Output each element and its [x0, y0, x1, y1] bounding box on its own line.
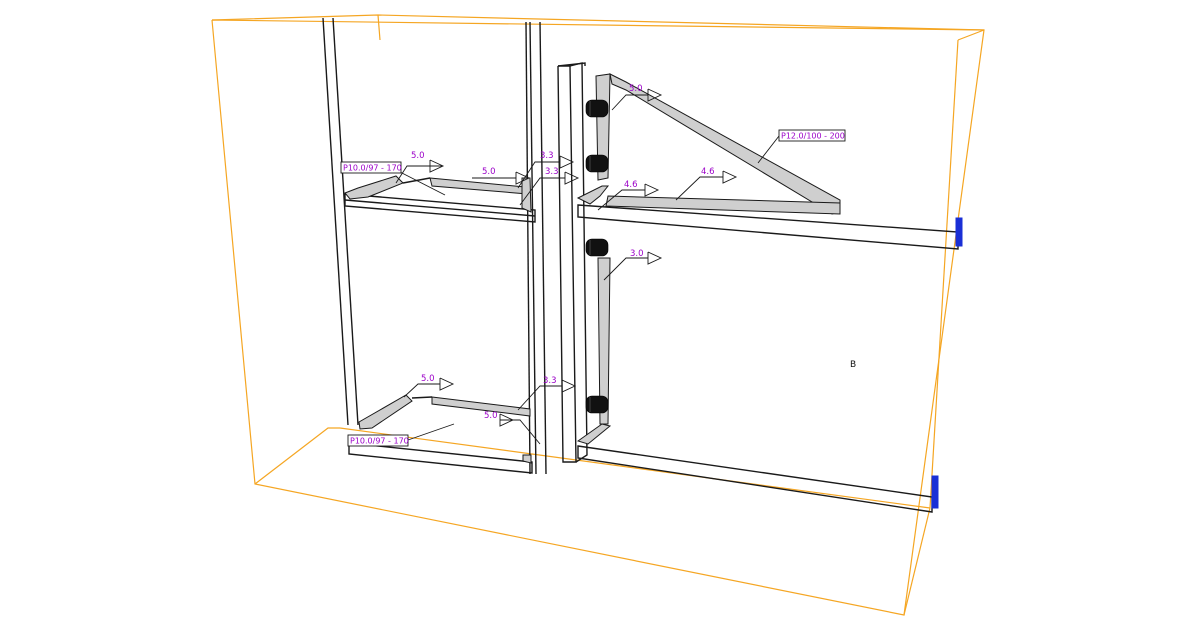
weld-label: 3.3: [545, 167, 559, 177]
weld-annotation-ul-col-bot[interactable]: 3.3: [519, 167, 580, 206]
weld-label: 3.3: [543, 376, 557, 386]
weld-annotation-r-mid-left[interactable]: 4.6: [597, 180, 660, 211]
lower-left-gusset-plate[interactable]: [358, 394, 532, 464]
weld-symbol-icon: [644, 183, 660, 197]
plate-tag-upper-left[interactable]: P10.0/97 - 170: [340, 161, 446, 196]
weld-annotation-ll-col[interactable]: 3.3: [517, 376, 577, 411]
upper-right-beam[interactable]: [577, 204, 959, 250]
weld-label: 5.0: [629, 84, 643, 94]
axis-marker-icon: [931, 217, 963, 509]
plate-tag-label: P10.0/97 - 170: [350, 437, 409, 446]
weld-annotation-ul-col-top[interactable]: 3.3: [517, 151, 575, 189]
weld-annotation-ll-top[interactable]: 5.0: [403, 374, 455, 398]
bounding-box: [211, 14, 985, 616]
weld-annotation-r-top[interactable]: 5.0: [611, 84, 663, 111]
weld-label: 5.0: [482, 167, 496, 177]
upper-left-beam[interactable]: [344, 193, 536, 223]
weld-annotation-ll-mid[interactable]: 5.0: [484, 411, 541, 445]
weld-label: 5.0: [411, 151, 425, 161]
weld-label: 4.6: [624, 180, 638, 190]
left-column[interactable]: [322, 17, 359, 426]
weld-symbol-icon: [564, 171, 580, 185]
bolt-icon: [585, 99, 609, 118]
plate-tag-lower-left[interactable]: P10.0/97 - 170: [347, 423, 455, 447]
weld-symbol-icon: [647, 251, 663, 265]
weld-label: 5.0: [421, 374, 435, 384]
weld-annotation-r-lower[interactable]: 3.0: [603, 249, 663, 281]
plate-tag-label: P12.0/100 - 200: [781, 132, 845, 141]
middle-column[interactable]: [525, 21, 547, 475]
weld-label: 3.3: [540, 151, 554, 161]
weld-annotation-ul-top[interactable]: 5.0: [395, 151, 445, 184]
bolt-icon: [585, 238, 609, 257]
upper-left-gusset-plate[interactable]: [344, 175, 532, 213]
lower-left-beam[interactable]: [348, 442, 533, 474]
bolt-icon: [585, 154, 609, 173]
lower-right-beam[interactable]: [577, 445, 933, 513]
weld-symbol-icon: [559, 155, 575, 169]
view-label: B: [850, 360, 856, 370]
bolts: [585, 99, 609, 414]
right-column[interactable]: [557, 62, 588, 463]
plate-tag-right-bracket[interactable]: P12.0/100 - 200: [757, 129, 846, 164]
weld-annotation-ul-mid[interactable]: 5.0: [472, 167, 531, 185]
weld-symbol-icon: [439, 377, 455, 391]
weld-symbol-icon: [722, 170, 738, 184]
weld-symbol-icon: [561, 379, 577, 393]
bolt-icon: [585, 395, 609, 414]
right-bracket-plate[interactable]: [576, 73, 841, 445]
weld-symbol-icon: [499, 413, 515, 427]
plate-tag-label: P10.0/97 - 170: [343, 164, 402, 173]
weld-label: 5.0: [484, 411, 498, 421]
weld-label: 3.0: [630, 249, 644, 259]
weld-symbol-icon: [647, 88, 663, 102]
weld-label: 4.6: [701, 167, 715, 177]
weld-annotation-r-mid-right[interactable]: 4.6: [675, 167, 738, 201]
